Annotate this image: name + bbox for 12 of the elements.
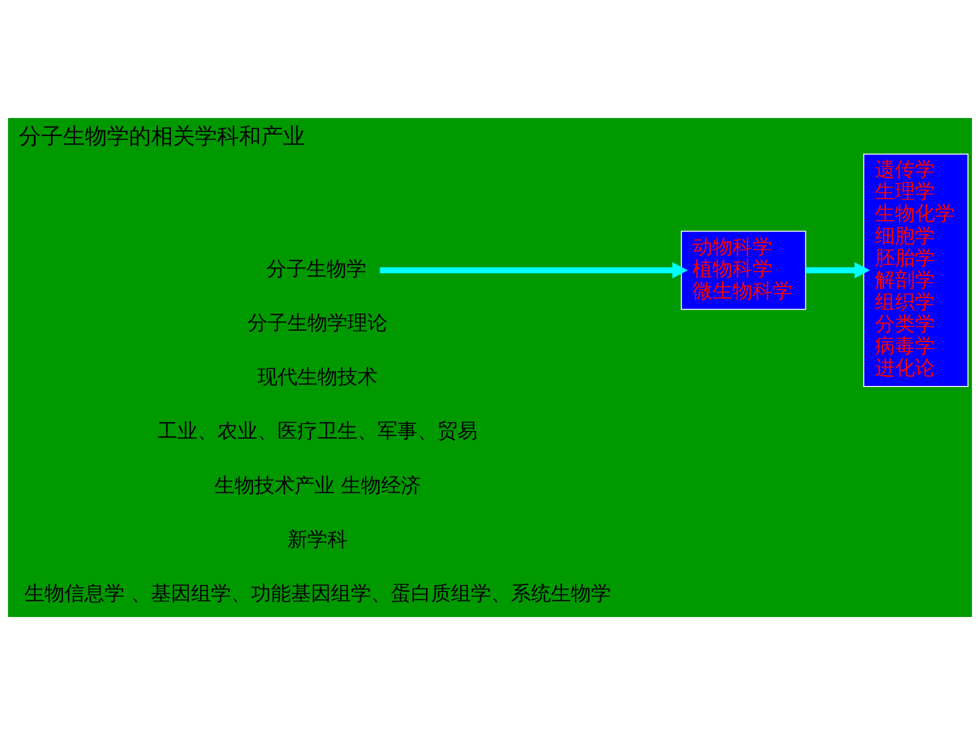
label: 分子生物学理论: [248, 310, 388, 334]
label: 生物技术产业 生物经济: [214, 472, 421, 497]
label: 现代生物技术: [258, 364, 378, 389]
arrow: [806, 262, 870, 278]
node-box: 动物科学 植物科学 微生物科学: [680, 230, 806, 310]
arrow: [380, 262, 688, 278]
label: 新学科: [288, 526, 348, 551]
label: 生物信息学 、基因组学、功能基因组学、蛋白质组学、系统生物学: [24, 580, 611, 605]
node-text: 分子生物学: [266, 256, 367, 280]
diagram-title: 分子生物学的相关学科和产业: [18, 124, 305, 150]
node-box: 遗传学 生理学 生物化学 细胞学 胚胎学 解剖学 组织学 分类学 病毒学 进化论: [863, 154, 968, 388]
label: 工业、农业、医疗卫生、军事、贸易: [158, 418, 478, 443]
